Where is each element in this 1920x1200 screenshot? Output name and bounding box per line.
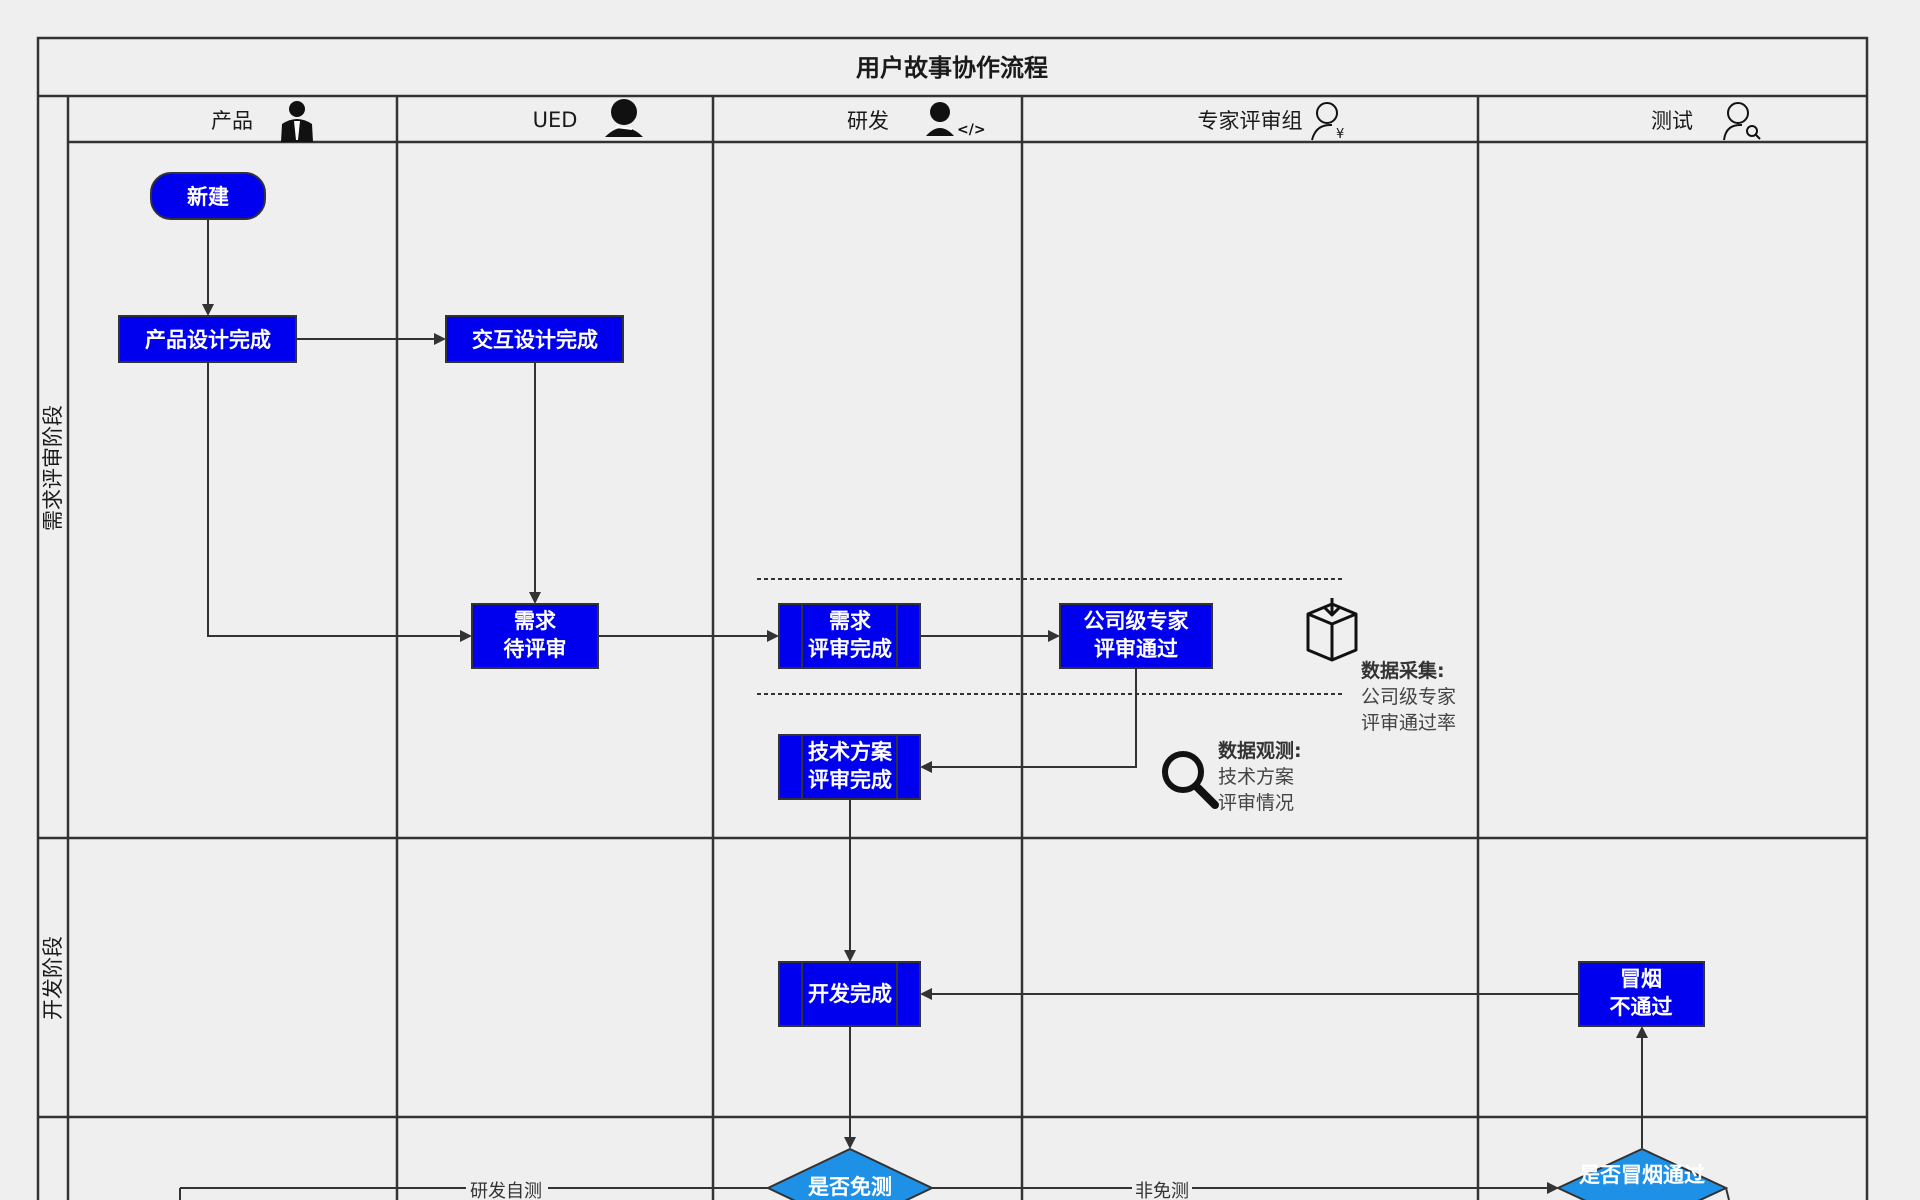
node-expert-review-pass[interactable]: 公司级专家 评审通过 <box>1059 603 1213 669</box>
edges <box>179 219 1730 1200</box>
decision-smoke-pass[interactable]: 是否冒烟通过 <box>1555 1147 1729 1200</box>
node-tech-plan-review-done[interactable]: 技术方案 评审完成 <box>778 734 921 800</box>
lane-title-ued: UED <box>533 108 578 132</box>
node-dev-done[interactable]: 开发完成 <box>778 961 921 1027</box>
svg-text:评审通过: 评审通过 <box>1094 637 1178 661</box>
swimlane-frame <box>36 36 1869 1200</box>
edge-smoke-right-down <box>1725 1187 1730 1200</box>
svg-text:评审完成: 评审完成 <box>808 637 892 661</box>
data-collect-line-1: 公司级专家 <box>1361 686 1456 708</box>
svg-text:是否冒烟通过: 是否冒烟通过 <box>1579 1163 1705 1187</box>
svg-text:需求: 需求 <box>514 609 556 633</box>
lane-title-product: 产品 <box>211 109 253 133</box>
data-observe-line-1: 技术方案 <box>1218 766 1294 788</box>
node-req-pending[interactable]: 需求 待评审 <box>471 603 599 669</box>
business-person-icon <box>281 101 313 142</box>
node-interaction-design-done[interactable]: 交互设计完成 <box>445 315 624 363</box>
developer-code-icon: </> <box>926 102 986 138</box>
tester-search-person-icon <box>1723 102 1761 141</box>
data-observe-line-2: 评审情况 <box>1218 792 1294 814</box>
svg-text:</>: </> <box>957 122 986 138</box>
svg-text:¥: ¥ <box>1336 127 1344 142</box>
lane-title-expert: 专家评审组 <box>1198 109 1303 133</box>
svg-text:不通过: 不通过 <box>1610 995 1673 1019</box>
designer-person-icon <box>605 99 643 137</box>
edge-product-to-pending <box>207 362 472 642</box>
node-product-design-done[interactable]: 产品设计完成 <box>118 315 297 363</box>
svg-text:开发完成: 开发完成 <box>808 982 892 1006</box>
svg-text:是否免测: 是否免测 <box>808 1175 892 1199</box>
svg-text:新建: 新建 <box>187 185 229 209</box>
lane-title-test: 测试 <box>1651 109 1693 133</box>
svg-text:评审完成: 评审完成 <box>808 768 892 792</box>
page-title: 用户故事协作流程 <box>856 54 1048 82</box>
svg-text:需求: 需求 <box>829 609 871 633</box>
magnifier-icon <box>1162 751 1219 809</box>
stage-label-requirement: 需求评审阶段 <box>41 405 65 531</box>
svg-text:产品设计完成: 产品设计完成 <box>145 328 271 352</box>
decision-test-exempt[interactable]: 是否免测 <box>765 1147 935 1200</box>
lane-title-dev: 研发 <box>847 109 889 133</box>
node-new[interactable]: 新建 <box>150 172 266 220</box>
stage-label-development: 开发阶段 <box>41 936 65 1020</box>
data-collect-title: 数据采集: <box>1361 659 1445 682</box>
data-collect-line-2: 评审通过率 <box>1361 712 1456 734</box>
node-req-review-done[interactable]: 需求 评审完成 <box>778 603 921 669</box>
node-smoke-fail[interactable]: 冒烟 不通过 <box>1578 961 1705 1027</box>
edge-label-self-test: 研发自测 <box>470 1181 542 1200</box>
data-observe-title: 数据观测: <box>1218 739 1302 762</box>
edge-label-non-exempt: 非免测 <box>1135 1181 1189 1200</box>
svg-text:公司级专家: 公司级专家 <box>1084 609 1190 633</box>
expert-yen-person-icon: ¥ <box>1311 102 1344 142</box>
svg-text:待评审: 待评审 <box>504 637 567 661</box>
svg-text:交互设计完成: 交互设计完成 <box>472 328 598 352</box>
svg-text:技术方案: 技术方案 <box>808 740 893 764</box>
edge-expert-to-tech <box>920 668 1137 773</box>
svg-text:冒烟: 冒烟 <box>1620 967 1662 991</box>
box-download-icon <box>1306 598 1358 662</box>
